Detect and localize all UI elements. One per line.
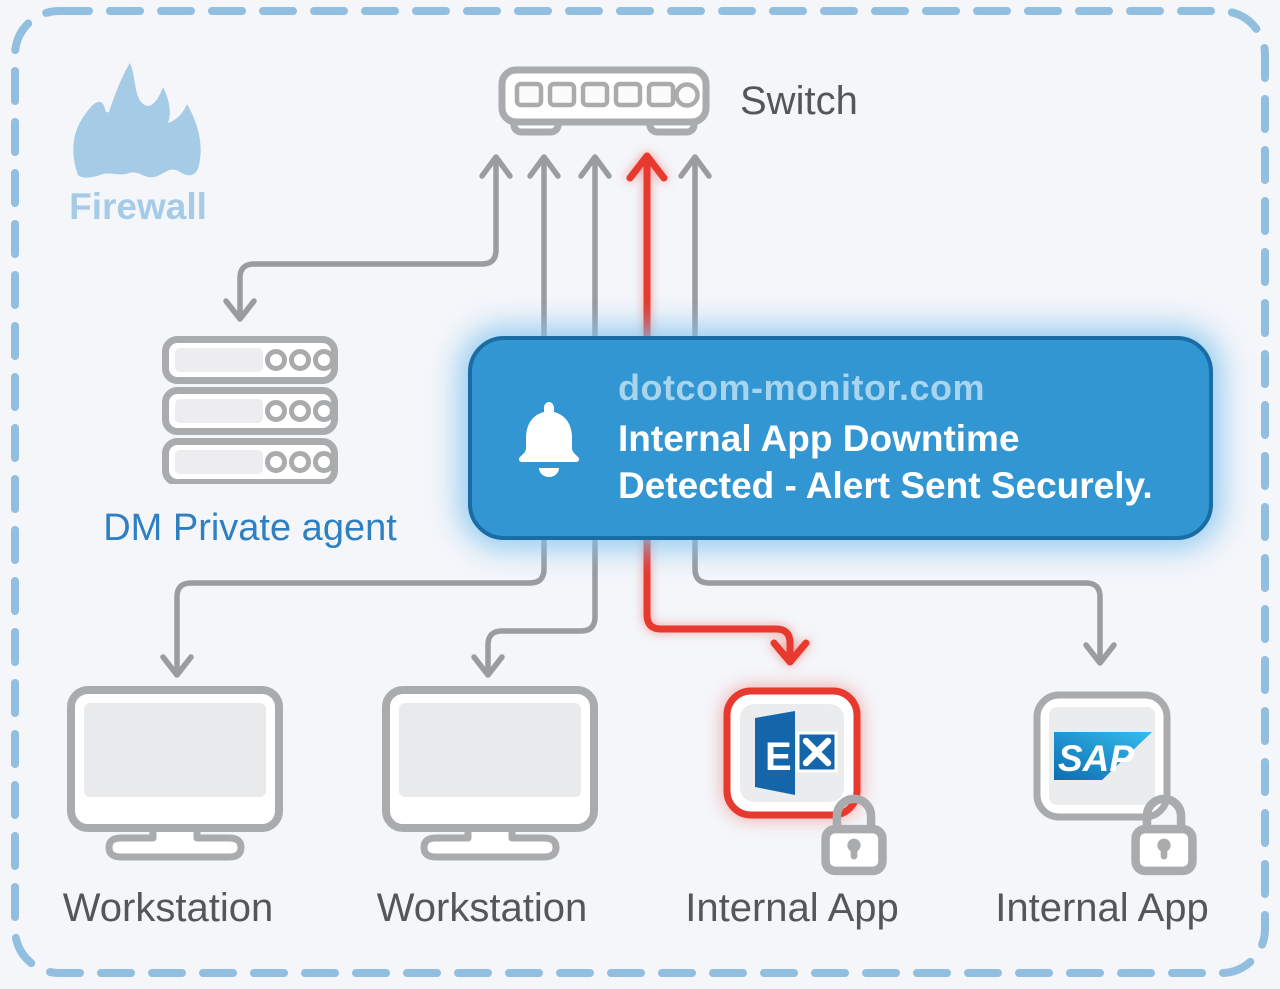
arrowhead-down-icon: [1083, 642, 1117, 666]
arrowhead-up-icon: [578, 154, 612, 179]
arrowhead-up-icon: [527, 154, 561, 179]
alert-banner: dotcom-monitor.com Internal App Downtime…: [468, 336, 1213, 540]
workstation2-label: Workstation: [376, 886, 588, 930]
bell-icon: [518, 402, 580, 477]
arrowhead-down-icon: [223, 298, 257, 322]
server-stack-icon: [162, 336, 338, 484]
internal-app2-label: Internal App: [995, 886, 1209, 930]
firewall-icon: [73, 63, 201, 178]
monitor-stand: [105, 822, 245, 861]
arrowhead-up-icon: [479, 154, 513, 179]
lock-icon: [1131, 794, 1197, 876]
switch-icon: [498, 66, 710, 136]
workstation1-label: Workstation: [62, 886, 274, 930]
monitor-screen: [399, 703, 581, 797]
agent-label: DM Private agent: [103, 507, 397, 549]
arrowhead-down-icon: [471, 654, 505, 678]
switch-ports: [514, 81, 700, 108]
switch-label: Switch: [740, 79, 858, 123]
monitor-screen: [84, 703, 266, 797]
connector-switch-exchange-alert: [626, 152, 810, 666]
internal-app1-label: Internal App: [685, 886, 899, 930]
sap-logo-text: SAP: [1058, 738, 1134, 779]
alert-brand: dotcom-monitor.com: [618, 367, 985, 408]
arrowhead-down-icon: [770, 639, 810, 666]
server-slab: [162, 387, 338, 435]
connector-switch-workstation2: [471, 154, 612, 678]
arrowhead-up-icon: [626, 152, 668, 182]
exchange-logo-icon: E: [755, 711, 838, 795]
sap-logo-icon: SAP: [1054, 732, 1152, 780]
connector-switch-workstation1: [160, 154, 561, 678]
arrowhead-down-icon: [160, 654, 194, 678]
exchange-logo-letter: E: [765, 735, 792, 779]
server-slab: [162, 336, 338, 384]
sap-app-icon: SAP: [1033, 691, 1171, 821]
firewall-label: Firewall: [69, 186, 207, 227]
arrowhead-up-icon: [678, 154, 712, 179]
connector-switch-sap: [678, 154, 1117, 666]
monitor-stand: [420, 822, 560, 861]
lock-icon: [821, 794, 887, 876]
exchange-app-icon: E: [723, 687, 861, 819]
alert-message-line1: Internal App Downtime: [618, 418, 1020, 459]
connector-switch-agent: [223, 154, 513, 322]
switch-port-round: [674, 82, 700, 108]
server-slab: [162, 438, 338, 484]
monitor-icon: [382, 686, 598, 861]
monitor-icon: [67, 686, 283, 861]
alert-message-line2: Detected - Alert Sent Securely.: [618, 465, 1153, 506]
